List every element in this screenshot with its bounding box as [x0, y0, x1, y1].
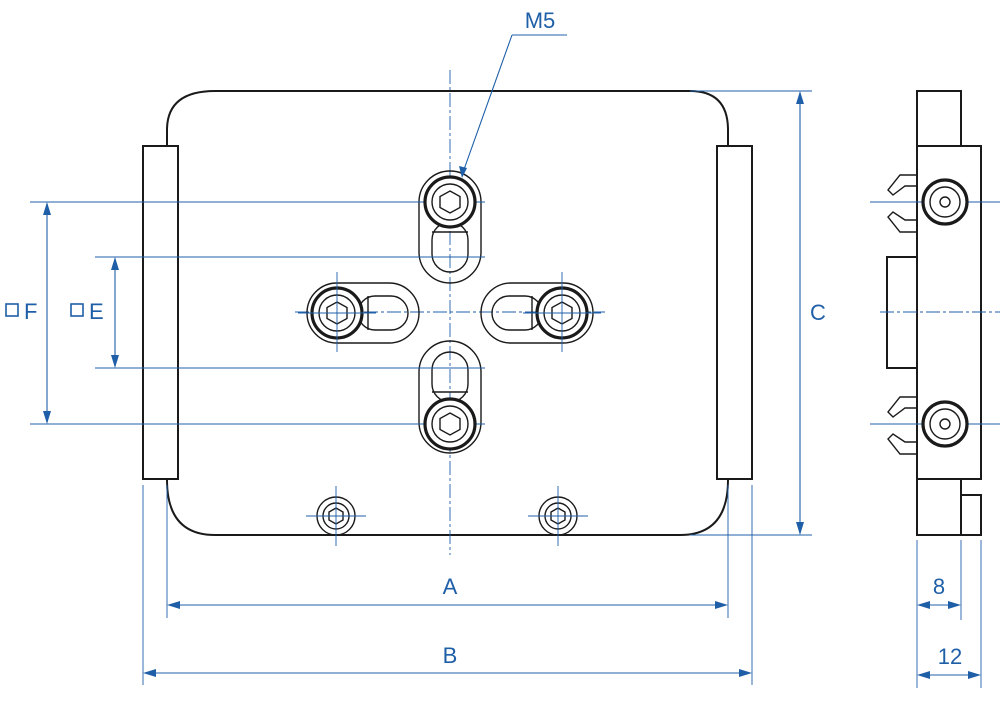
dim-a-label: A — [443, 574, 458, 599]
side-bolt-bottom — [921, 400, 969, 448]
clamp-hook-top — [887, 174, 917, 233]
right-rail — [716, 145, 753, 480]
bolt-left — [298, 272, 376, 352]
side-top-block — [916, 90, 962, 148]
dim-c-label: C — [810, 300, 826, 325]
dimensions-front: M5 F E C A B — [5, 8, 826, 685]
dim-f-label: F — [24, 299, 37, 324]
side-view: 8 12 — [870, 90, 1000, 688]
square-symbol-e — [70, 303, 84, 317]
screw-bottom-left — [306, 486, 366, 546]
clamp-hook-bottom — [887, 396, 917, 455]
side-bottom-tab — [960, 494, 982, 536]
m5-label: M5 — [525, 8, 556, 33]
side-bottom-block — [916, 478, 962, 536]
side-bolt-top — [921, 178, 969, 226]
front-view — [142, 70, 753, 555]
screw-bottom-right — [528, 486, 588, 546]
side-clamp-pad — [886, 256, 918, 369]
plate-outline — [166, 90, 729, 536]
bolt-bottom — [423, 397, 477, 451]
m5-leader — [461, 34, 513, 176]
dim-b-label: B — [443, 643, 458, 668]
dim-12-label: 12 — [938, 644, 962, 669]
dim-8-label: 8 — [933, 574, 945, 599]
square-symbol-f — [5, 303, 19, 317]
bolt-right — [523, 272, 601, 352]
bolt-top — [423, 175, 477, 229]
dim-e-label: E — [89, 299, 104, 324]
left-rail — [142, 145, 179, 480]
